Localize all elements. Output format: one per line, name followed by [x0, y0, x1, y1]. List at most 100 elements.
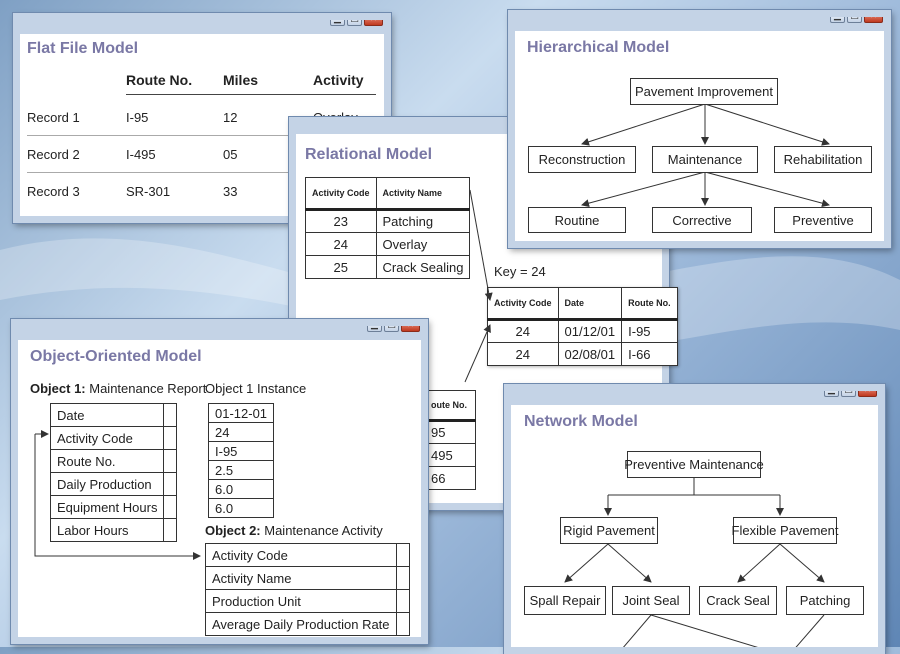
field-cell: Activity Name	[205, 566, 397, 590]
cell: 95	[424, 420, 476, 444]
cell: 25	[305, 255, 377, 279]
minimize-button[interactable]: ▁	[824, 391, 839, 397]
node-root: Preventive Maintenance	[624, 451, 764, 478]
miles-cell: 05	[223, 147, 238, 162]
value-cell: 6.0	[207, 479, 275, 499]
empty-cell	[163, 518, 178, 542]
close-button[interactable]: ✕	[401, 326, 420, 332]
field-cell: Labor Hours	[49, 518, 165, 542]
object-oriented-window[interactable]: ▁ □ ✕ Object-Oriented Model Object 1: Ma…	[11, 319, 428, 644]
node-routine: Routine	[528, 207, 626, 233]
node-rehabilitation: Rehabilitation	[774, 146, 872, 173]
object2-name: Maintenance Activity	[264, 523, 383, 538]
node-root: Pavement Improvement	[630, 78, 778, 105]
cell: 495	[424, 443, 476, 467]
route-cell: I-95	[126, 110, 149, 125]
node-maintenance: Maintenance	[652, 146, 758, 173]
col-activity-code: Activity Code	[487, 287, 559, 320]
window-title: Hierarchical Model	[527, 39, 670, 56]
window-title: Flat File Model	[27, 40, 139, 57]
cell: I-66	[621, 342, 678, 366]
partial-route-table: oute No. 95 495 66	[424, 390, 476, 490]
route-cell: I-495	[126, 147, 156, 162]
minimize-button[interactable]: ▁	[367, 326, 382, 332]
field-cell: Daily Production	[49, 472, 165, 496]
minimize-button[interactable]: ▁	[330, 20, 345, 26]
node-rigid: Rigid Pavement	[560, 517, 658, 544]
record-label: Record 1	[27, 110, 80, 125]
node-flexible: Flexible Pavement	[732, 517, 838, 544]
header-activity: Activity	[313, 72, 364, 88]
window-title: Relational Model	[305, 146, 433, 163]
node-spall-repair: Spall Repair	[524, 586, 606, 615]
cell: 24	[305, 232, 377, 256]
cell: Overlay	[375, 232, 471, 256]
field-cell: Average Daily Production Rate	[205, 612, 397, 636]
close-button[interactable]: ✕	[864, 17, 883, 23]
maximize-button[interactable]: □	[847, 17, 862, 23]
cell: 23	[305, 209, 377, 233]
value-cell: 6.0	[207, 498, 275, 518]
miles-cell: 12	[223, 110, 238, 125]
col-date: Date	[557, 287, 623, 320]
object2-label: Object 2:	[205, 523, 261, 538]
header-route: Route No.	[126, 72, 193, 88]
row-rule	[27, 135, 384, 136]
object1-fields-table: Date Activity Code Route No. Daily Produ…	[49, 403, 178, 542]
network-window[interactable]: ▁ □ ✕ Network Model Preventive Maintenan…	[504, 384, 885, 654]
cell: I-95	[621, 319, 678, 343]
record-label: Record 3	[27, 184, 80, 199]
titlebar[interactable]: ▁ □ ✕	[515, 17, 884, 31]
record-label: Record 2	[27, 147, 80, 162]
col-route: Route No.	[621, 287, 678, 320]
row-rule	[27, 172, 384, 173]
col-activity-code: Activity Code	[305, 177, 377, 210]
titlebar[interactable]: ▁ □ ✕	[20, 20, 384, 34]
miles-cell: 33	[223, 184, 238, 199]
cell: 24	[487, 342, 559, 366]
cell: 66	[424, 466, 476, 490]
minimize-button[interactable]: ▁	[830, 17, 845, 23]
maximize-button[interactable]: □	[841, 391, 856, 397]
titlebar[interactable]: ▁ □ ✕	[511, 391, 878, 405]
maximize-button[interactable]: □	[384, 326, 399, 332]
object1-label: Object 1:	[30, 381, 86, 396]
hierarchy-connectors	[581, 103, 830, 208]
activity-table: Activity Code Activity Name 23 Patching …	[305, 177, 471, 279]
cell: Patching	[375, 209, 471, 233]
node-patching: Patching	[786, 586, 864, 615]
object-connectors	[34, 430, 201, 560]
node-joint-seal: Joint Seal	[612, 586, 690, 615]
object1-heading: Object 1: Maintenance Report	[30, 381, 206, 396]
window-title: Network Model	[524, 413, 638, 430]
key-label: Key = 24	[494, 264, 546, 279]
empty-cell	[395, 612, 410, 636]
close-button[interactable]: ✕	[858, 391, 877, 397]
node-preventive: Preventive	[774, 207, 872, 233]
col-activity-name: Activity Name	[375, 177, 471, 210]
field-cell: Date	[49, 403, 165, 427]
cell: 02/08/01	[557, 342, 623, 366]
window-title: Object-Oriented Model	[30, 348, 202, 365]
maximize-button[interactable]: □	[347, 20, 362, 26]
object2-fields-table: Activity Code Activity Name Production U…	[205, 543, 410, 636]
table-row: 23 Patching	[305, 209, 471, 233]
header-miles: Miles	[223, 72, 259, 88]
cell: 01/12/01	[557, 319, 623, 343]
node-reconstruction: Reconstruction	[528, 146, 636, 173]
cell: Crack Sealing	[375, 255, 471, 279]
titlebar[interactable]: ▁ □ ✕	[18, 326, 421, 340]
hierarchical-window[interactable]: ▁ □ ✕ Hierarchical Model Pavement Improv…	[508, 10, 891, 248]
titlebar[interactable]	[296, 124, 662, 134]
table-row: 24 Overlay	[305, 232, 471, 256]
network-connectors	[564, 477, 825, 647]
field-cell: Equipment Hours	[49, 495, 165, 519]
table-row: 25 Crack Sealing	[305, 255, 471, 279]
node-corrective: Corrective	[652, 207, 752, 233]
header-rule	[126, 94, 376, 95]
object2-heading: Object 2: Maintenance Activity	[205, 523, 383, 538]
value-cell: 01-12-01	[207, 403, 275, 423]
close-button[interactable]: ✕	[364, 20, 383, 26]
maintenance-record-table: Activity Code Date Route No. 24 01/12/01…	[487, 287, 678, 366]
